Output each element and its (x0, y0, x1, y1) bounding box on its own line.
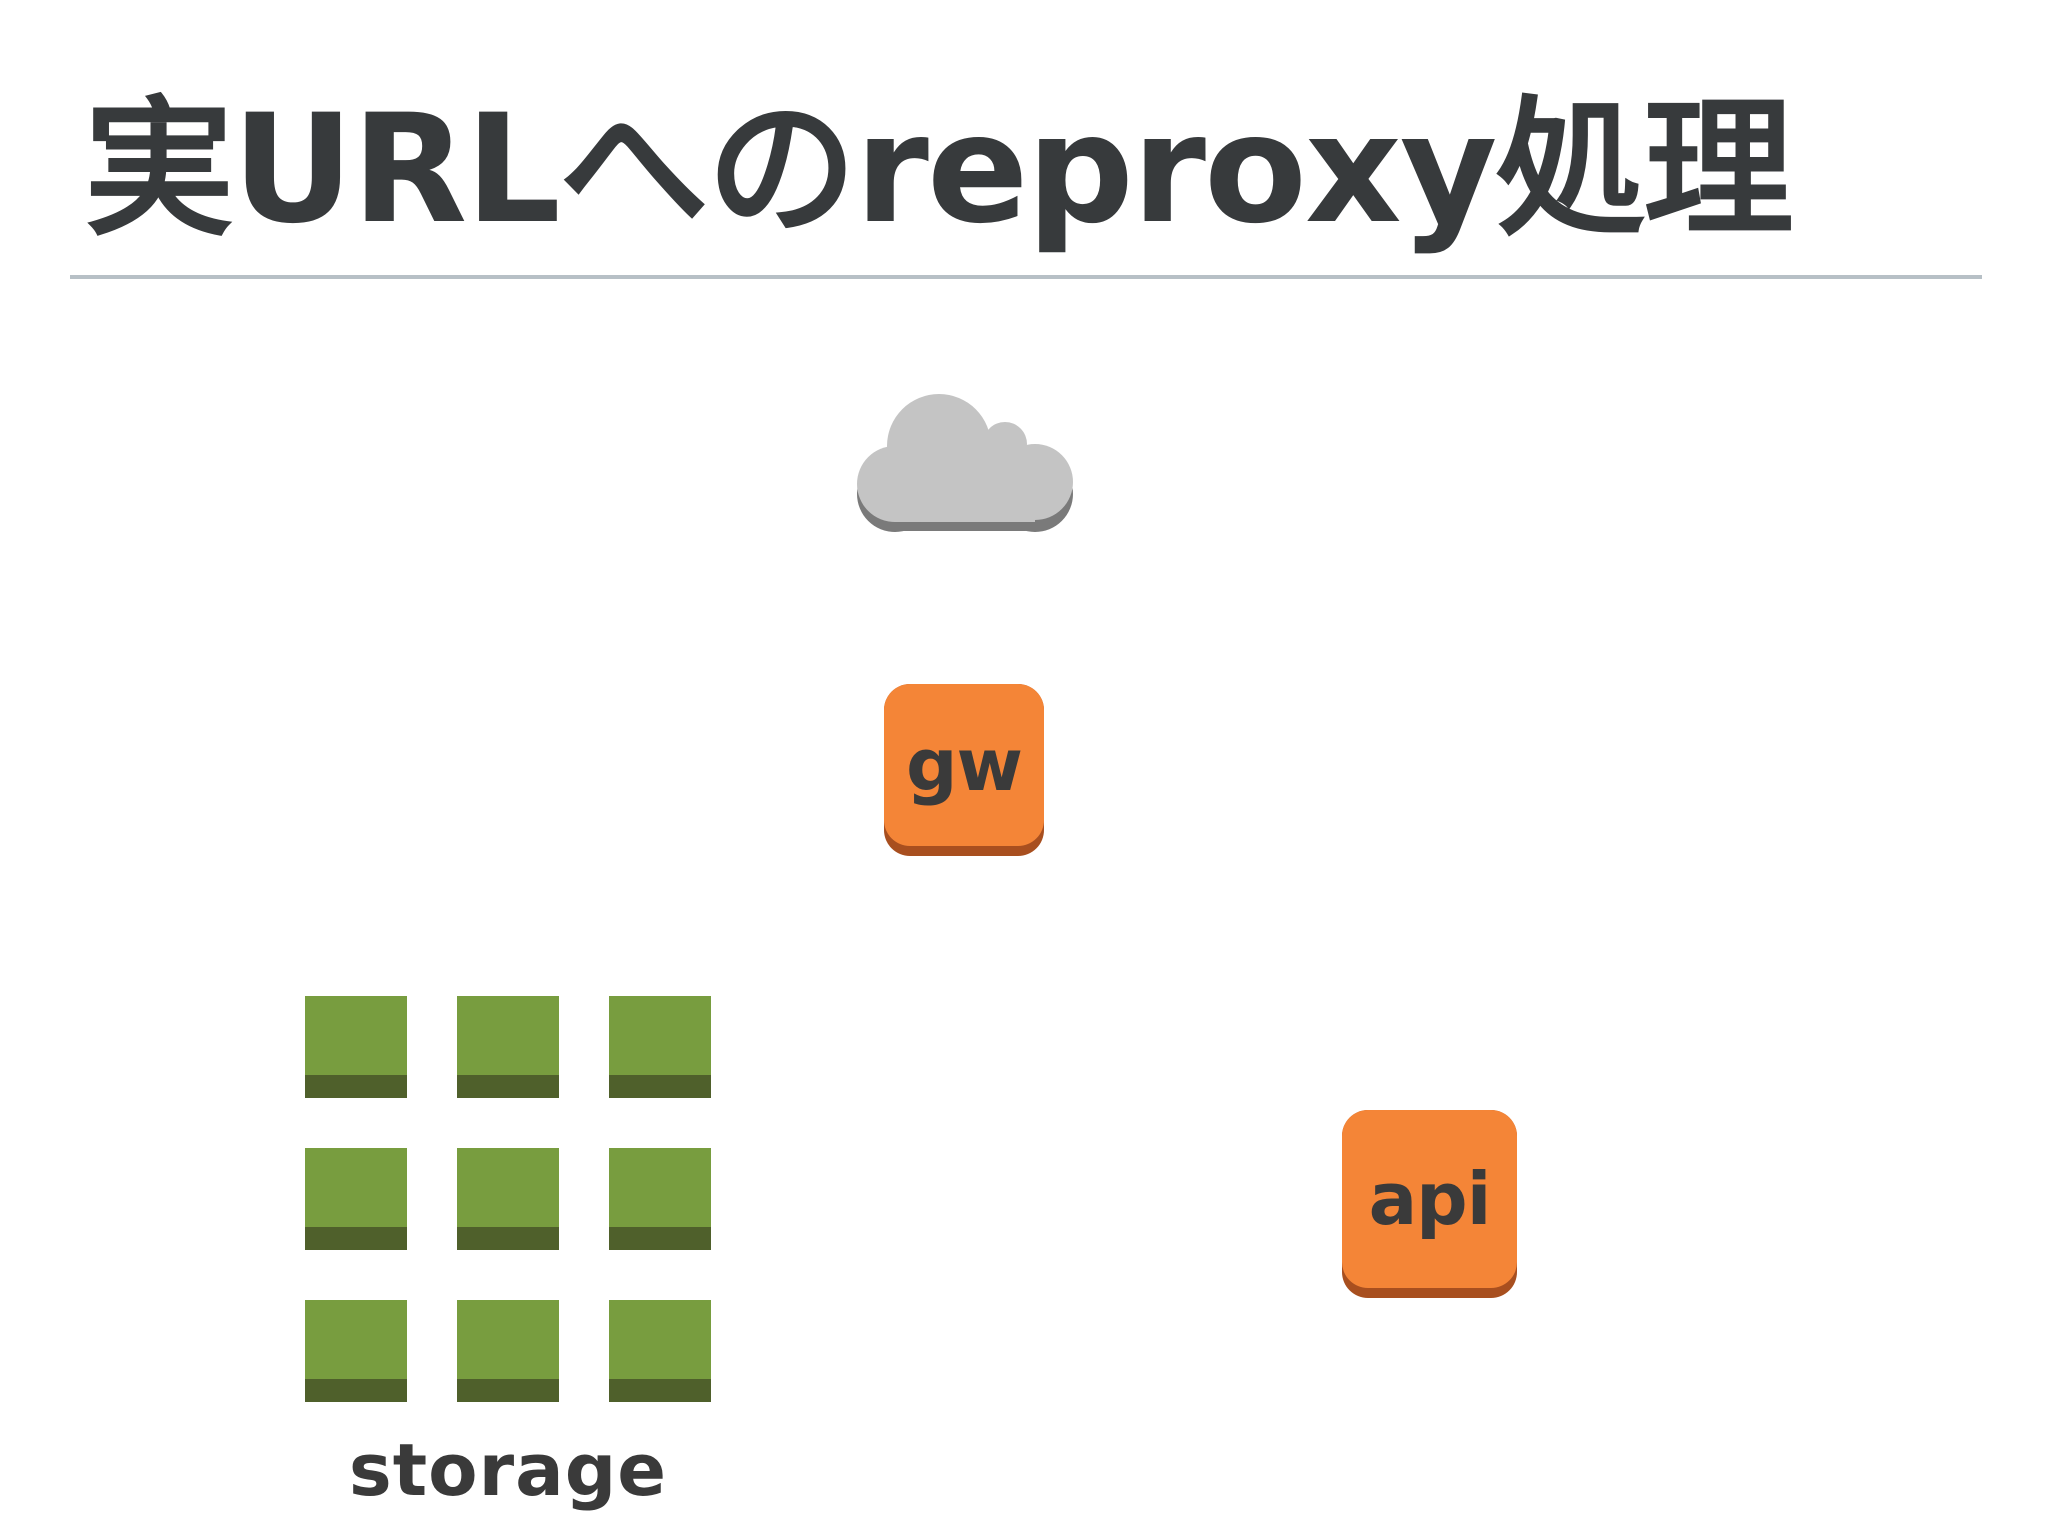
storage-bucket-icon (457, 996, 559, 1098)
bucket-face (305, 1148, 407, 1227)
api-label: api (1368, 1157, 1492, 1241)
api-node: api (1342, 1110, 1517, 1298)
gw-node: gw (884, 684, 1044, 856)
api-node-face: api (1342, 1110, 1517, 1288)
bucket-face (609, 1300, 711, 1379)
bucket-face (305, 1300, 407, 1379)
gw-label: gw (905, 723, 1023, 807)
cloud-body (857, 394, 1073, 522)
storage-bucket-icon (609, 1148, 711, 1250)
storage-bucket-icon (457, 1300, 559, 1402)
bucket-face (609, 1148, 711, 1227)
storage-label: storage (348, 1428, 668, 1512)
storage-bucket-icon (609, 996, 711, 1098)
title-divider (70, 275, 1982, 279)
storage-bucket-icon (305, 1148, 407, 1250)
bucket-face (457, 1300, 559, 1379)
storage-bucket-icon (457, 1148, 559, 1250)
bucket-face (609, 996, 711, 1075)
storage-bucket-grid (305, 996, 711, 1402)
bucket-face (305, 996, 407, 1075)
gw-node-face: gw (884, 684, 1044, 846)
slide-title: 実URLへのreproxy処理 (84, 83, 1794, 257)
bucket-face (457, 996, 559, 1075)
bucket-face (457, 1148, 559, 1227)
cloud-icon (857, 394, 1073, 532)
storage-bucket-icon (609, 1300, 711, 1402)
storage-bucket-icon (305, 1300, 407, 1402)
storage-bucket-icon (305, 996, 407, 1098)
